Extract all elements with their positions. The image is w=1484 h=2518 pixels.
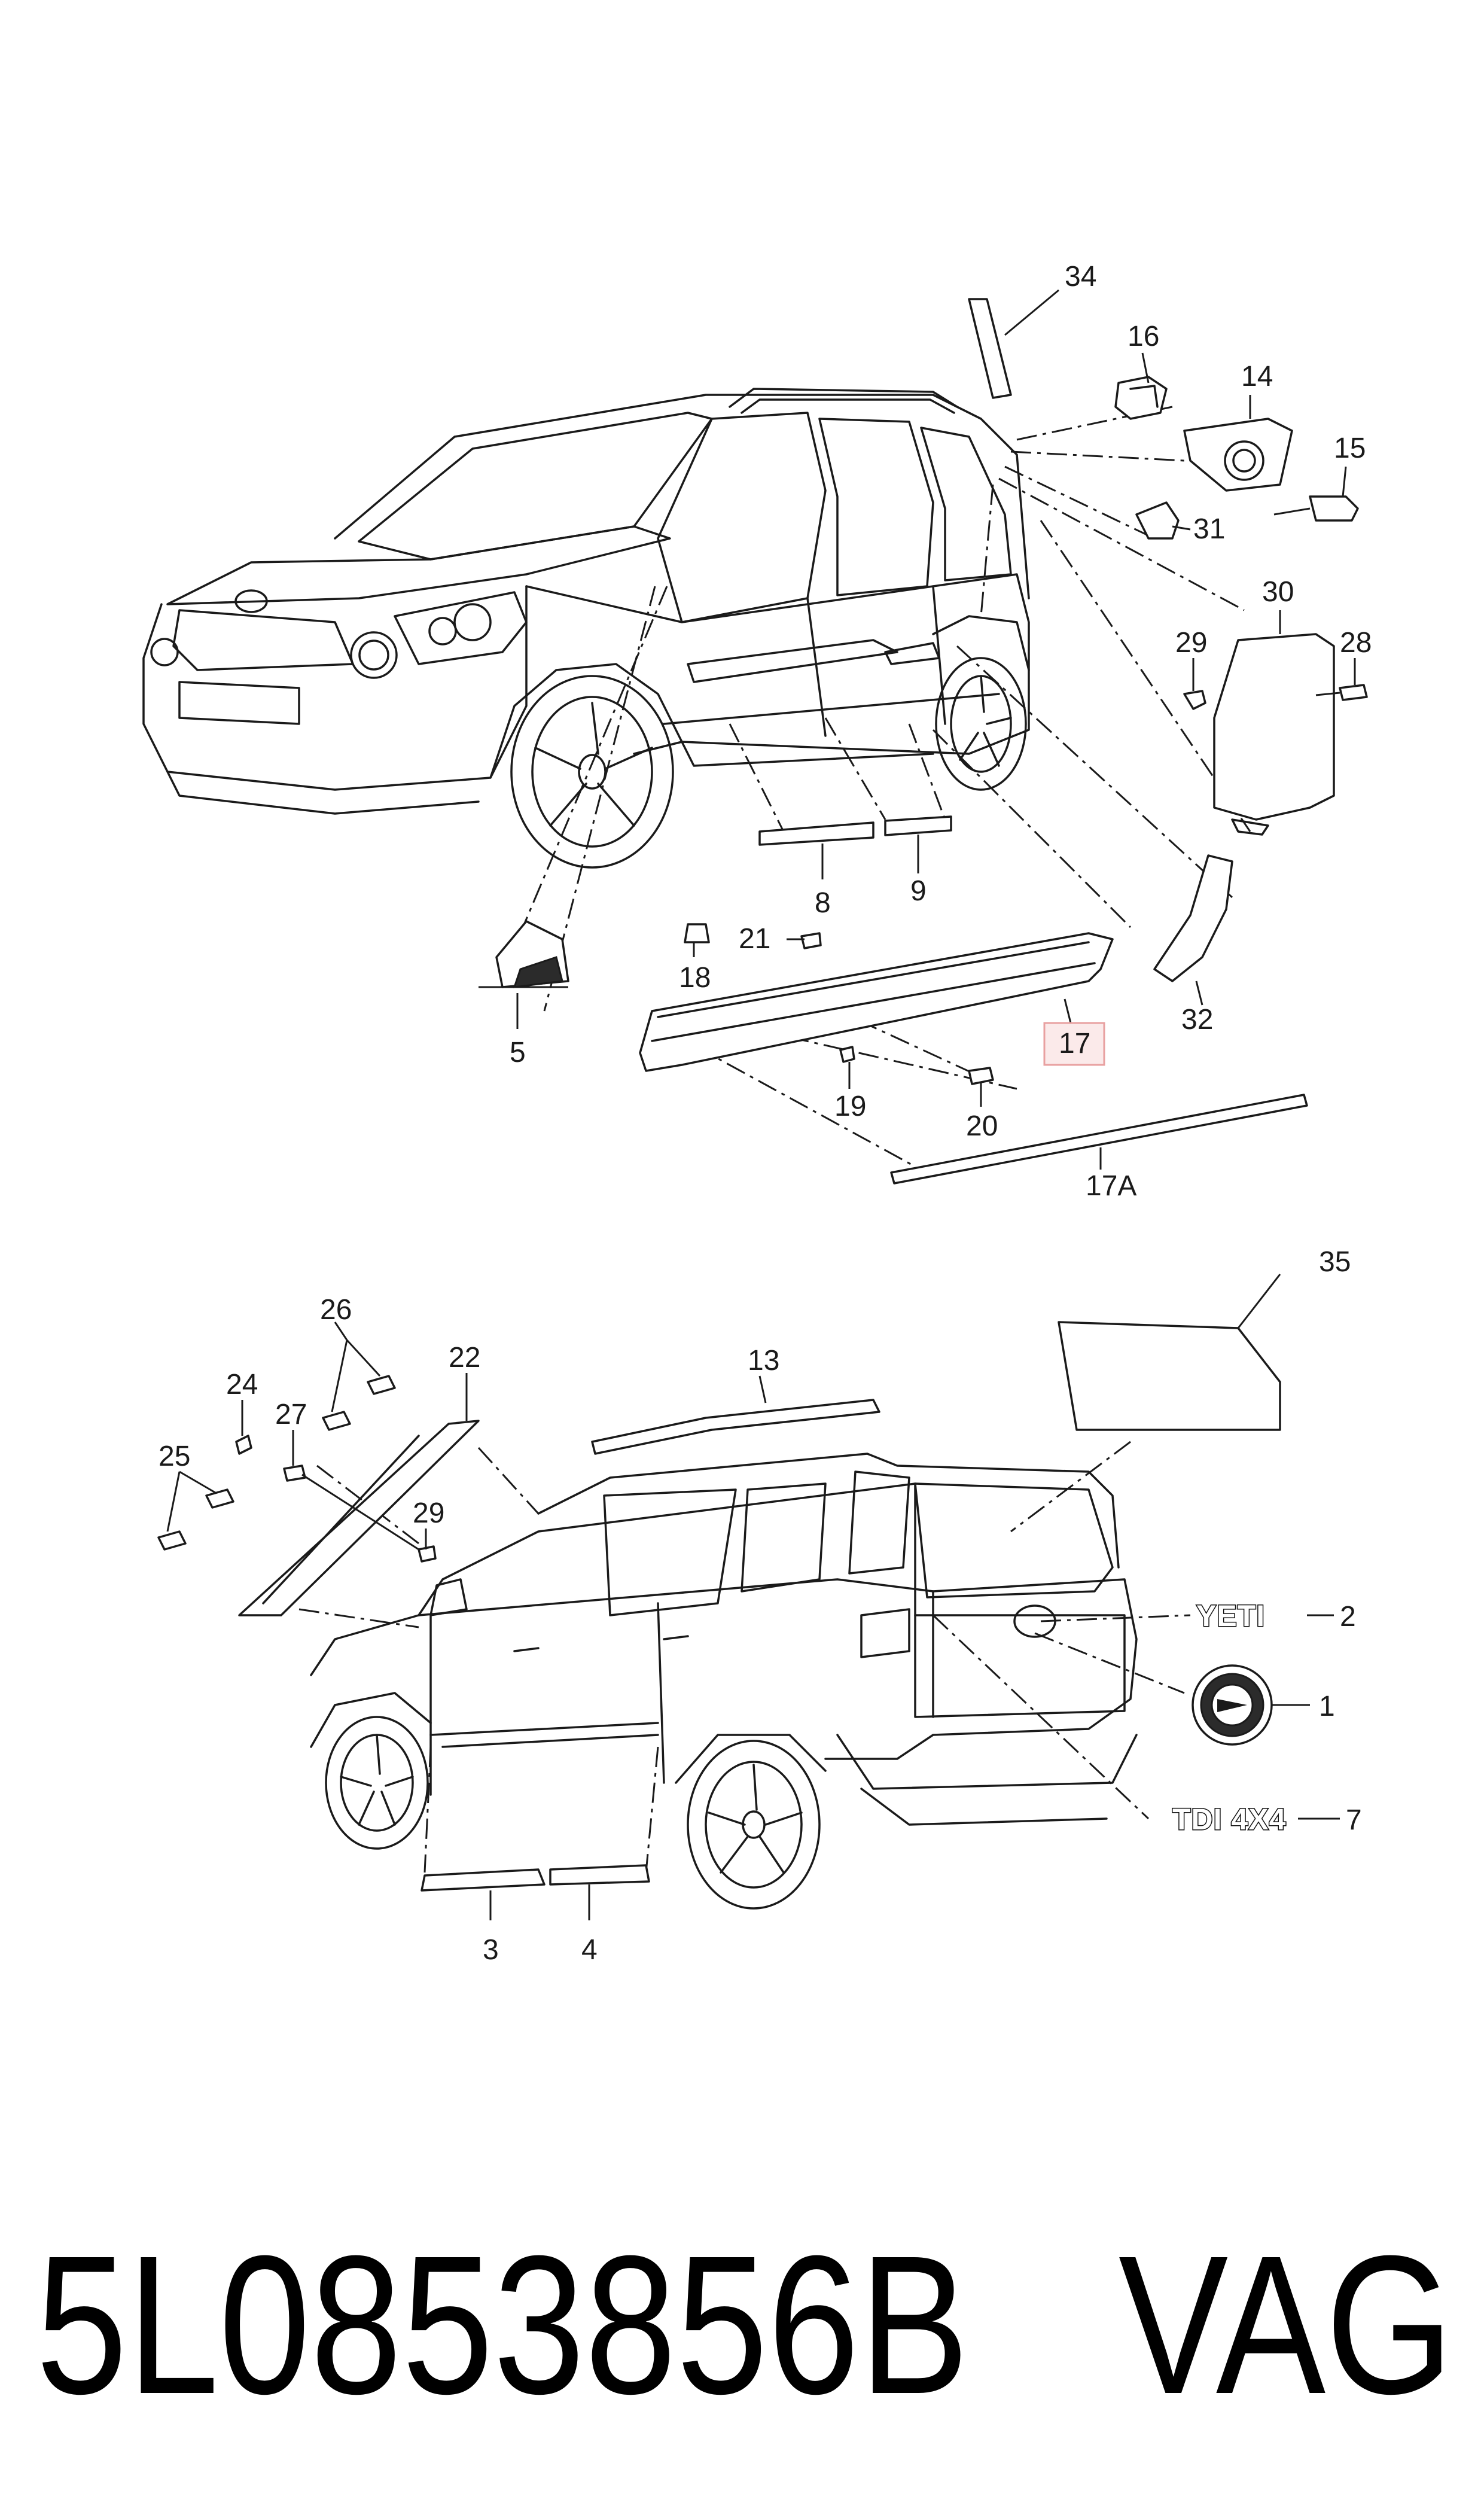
front-car-illustration	[142, 388, 1030, 869]
part-26-clip-b	[322, 1411, 351, 1431]
part-34-pillar-trim	[968, 298, 1012, 399]
callout-8: 8	[815, 887, 831, 919]
badge-yeti: YETI	[1196, 1599, 1265, 1633]
callout-17: 17	[1059, 1028, 1090, 1059]
part-28-screw	[1315, 684, 1368, 701]
part-29-upper-clip	[1183, 690, 1206, 710]
part-16-clip	[1114, 376, 1168, 420]
callout-35: 35	[1319, 1246, 1351, 1278]
part-26-clip-a	[367, 1375, 396, 1395]
callout-21: 21	[739, 923, 770, 955]
callout-29-upper: 29	[1175, 627, 1207, 659]
callout-3: 3	[483, 1934, 499, 1966]
callout-9: 9	[910, 875, 927, 907]
part-30-mudflap	[1213, 633, 1335, 836]
part-20-screw	[968, 1067, 994, 1085]
part-32-wheelarch-trim	[1153, 854, 1233, 982]
callout-20: 20	[966, 1110, 998, 1142]
lower-callout-leaders	[166, 1274, 1340, 1920]
part-number: 5L0853856B	[36, 2214, 969, 2435]
callout-32: 32	[1181, 1004, 1213, 1036]
part-27-screw	[283, 1464, 419, 1551]
part-22-window-trim	[238, 1420, 480, 1616]
part-17a-strip	[890, 1094, 1308, 1185]
part-29-lower-clip	[418, 1545, 437, 1563]
callout-29-lower: 29	[413, 1497, 444, 1529]
callout-4: 4	[581, 1934, 598, 1966]
callout-16: 16	[1128, 321, 1159, 352]
callout-2: 2	[1340, 1601, 1356, 1633]
callout-1: 1	[1319, 1691, 1335, 1722]
part-25-clip-b	[157, 1530, 187, 1551]
callout-34: 34	[1065, 261, 1096, 293]
callout-24: 24	[226, 1369, 258, 1400]
callout-15: 15	[1334, 433, 1366, 464]
badge-tdi-4x4: TDI 4X4	[1172, 1803, 1286, 1836]
callout-18: 18	[679, 962, 711, 994]
footer: 5L0853856B VAG	[36, 2214, 1453, 2435]
callout-31: 31	[1193, 513, 1225, 545]
callout-28: 28	[1340, 627, 1372, 659]
callout-labels: 34 16 14 15 31 30 29 28 32 8 9 5 21 18 1…	[159, 261, 1372, 1966]
callout-27: 27	[275, 1399, 307, 1430]
part-5-mirror-cap	[479, 920, 569, 988]
part-24-clip	[235, 1435, 252, 1455]
part-15-screw	[1273, 495, 1359, 522]
callout-22: 22	[449, 1342, 480, 1374]
part-4-door-strip	[549, 1864, 650, 1886]
part-3-door-strip	[420, 1868, 546, 1892]
rear-car-illustration	[310, 1453, 1138, 1910]
part-25-clip-a	[205, 1488, 234, 1509]
callout-17a: 17A	[1086, 1170, 1136, 1202]
part-17-sill-trim	[639, 932, 1114, 1072]
callout-14: 14	[1241, 361, 1273, 392]
part-18-clip	[684, 923, 710, 943]
part-8-door-strip	[758, 821, 874, 846]
callout-26: 26	[320, 1294, 352, 1326]
callout-7: 7	[1346, 1804, 1362, 1836]
callout-19: 19	[834, 1091, 866, 1122]
part-19-clip	[839, 1046, 855, 1063]
callout-30: 30	[1262, 576, 1294, 608]
part-35-side-glass	[1058, 1321, 1281, 1431]
part-13-roof-strip	[591, 1399, 880, 1455]
callout-5: 5	[510, 1037, 526, 1068]
callout-25: 25	[159, 1441, 190, 1472]
part-14-lamp-housing	[1183, 418, 1293, 492]
part-31-bracket	[1135, 501, 1180, 540]
lower-leader-lines	[298, 1441, 1191, 1873]
part-1-emblem	[1192, 1664, 1273, 1746]
brand-name: VAG	[1119, 2214, 1453, 2435]
part-21-clip	[800, 932, 822, 949]
callout-13: 13	[748, 1345, 779, 1377]
part-9-door-strip	[884, 815, 952, 836]
highlight-box-17	[1043, 1022, 1105, 1066]
upper-callout-leaders	[516, 289, 1356, 1170]
